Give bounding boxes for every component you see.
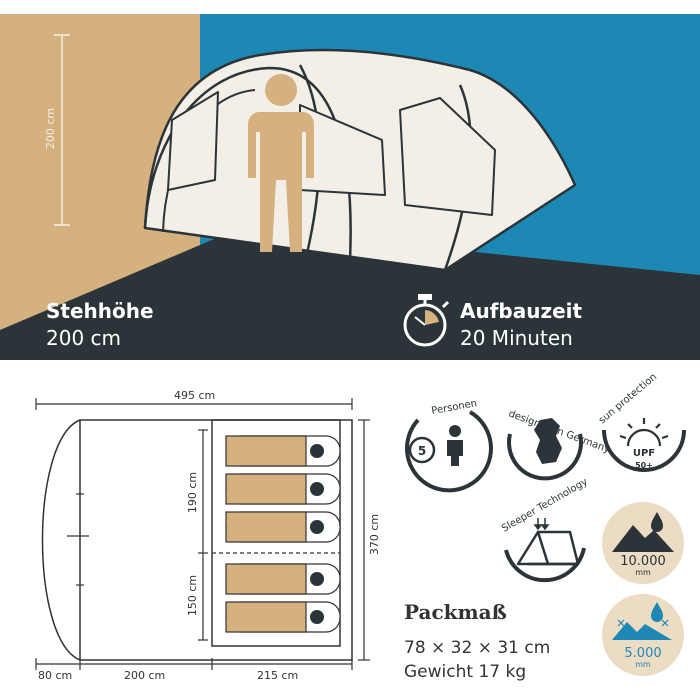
persons-badge: 5 Personen <box>404 398 493 493</box>
tent-small-icon <box>516 530 580 566</box>
water-column-fly-badge: 5.000 mm <box>602 594 684 676</box>
persons-count-circle <box>408 436 436 464</box>
persons-count: 5 <box>418 444 426 458</box>
water-column-floor-unit: mm <box>635 568 651 577</box>
standing-height-title: Stehhöhe <box>46 299 154 323</box>
arrows-down-icon <box>533 518 550 531</box>
sleeping-pad <box>225 473 341 505</box>
sun-icon <box>619 418 669 447</box>
germany-badge: designed in Germany <box>507 408 611 481</box>
standing-height-value: 200 cm <box>46 326 122 350</box>
pack-size-title: Packmaß <box>404 600 507 624</box>
sun-label: sun protection <box>597 371 659 426</box>
sleeper-tech-badge: Sleeper Technology <box>500 476 590 583</box>
water-column-fly-unit: mm <box>635 660 651 669</box>
sleeping-pad <box>225 601 341 633</box>
height-dimension-label: 200 cm <box>44 107 58 150</box>
width-label: 370 cm <box>368 513 382 556</box>
stopwatch-icon <box>403 294 450 347</box>
sand-panel <box>0 14 200 330</box>
floorplan-diagram <box>35 398 370 670</box>
total-length-label: 495 cm <box>174 389 216 402</box>
vestibule-label: 80 cm <box>38 669 73 682</box>
person-icon <box>447 425 463 466</box>
upf-rating: 50+ <box>635 461 653 470</box>
tent-illustration <box>143 48 577 272</box>
setup-time-title: Aufbauzeit <box>460 299 583 323</box>
cabin2-length-label: 150 cm <box>186 574 200 617</box>
water-column-floor-value: 10.000 <box>620 554 666 569</box>
upf-value: UPF <box>633 448 655 459</box>
water-column-fly-value: 5.000 <box>624 646 661 661</box>
sleeping-pad <box>225 435 341 467</box>
person-figure <box>248 74 314 252</box>
height-dimension-line <box>54 34 70 226</box>
water-column-floor-badge: 10.000 mm <box>602 502 684 584</box>
ground-panel <box>0 228 700 360</box>
cabin-length-label: 190 cm <box>186 471 200 514</box>
water-drop-icon <box>651 512 663 532</box>
sleeping-pads <box>225 435 341 633</box>
setup-time-value: 20 Minuten <box>460 326 573 350</box>
pack-weight: Gewicht 17 kg <box>404 662 527 682</box>
mountain-icon <box>612 525 674 552</box>
mountain-snow-icon <box>612 622 672 640</box>
snowflake-icon <box>617 619 669 627</box>
water-drop-blue-icon <box>651 602 663 622</box>
sleeping-pad <box>225 563 341 595</box>
sleeping-area-label: 215 cm <box>257 669 299 682</box>
germany-map-icon <box>534 418 562 464</box>
pack-dimensions: 78 × 32 × 31 cm <box>404 638 551 658</box>
sun-protection-badge: UPF 50+ sun protection <box>597 371 686 472</box>
sleeping-pad <box>225 511 341 543</box>
living-area-label: 200 cm <box>124 669 166 682</box>
